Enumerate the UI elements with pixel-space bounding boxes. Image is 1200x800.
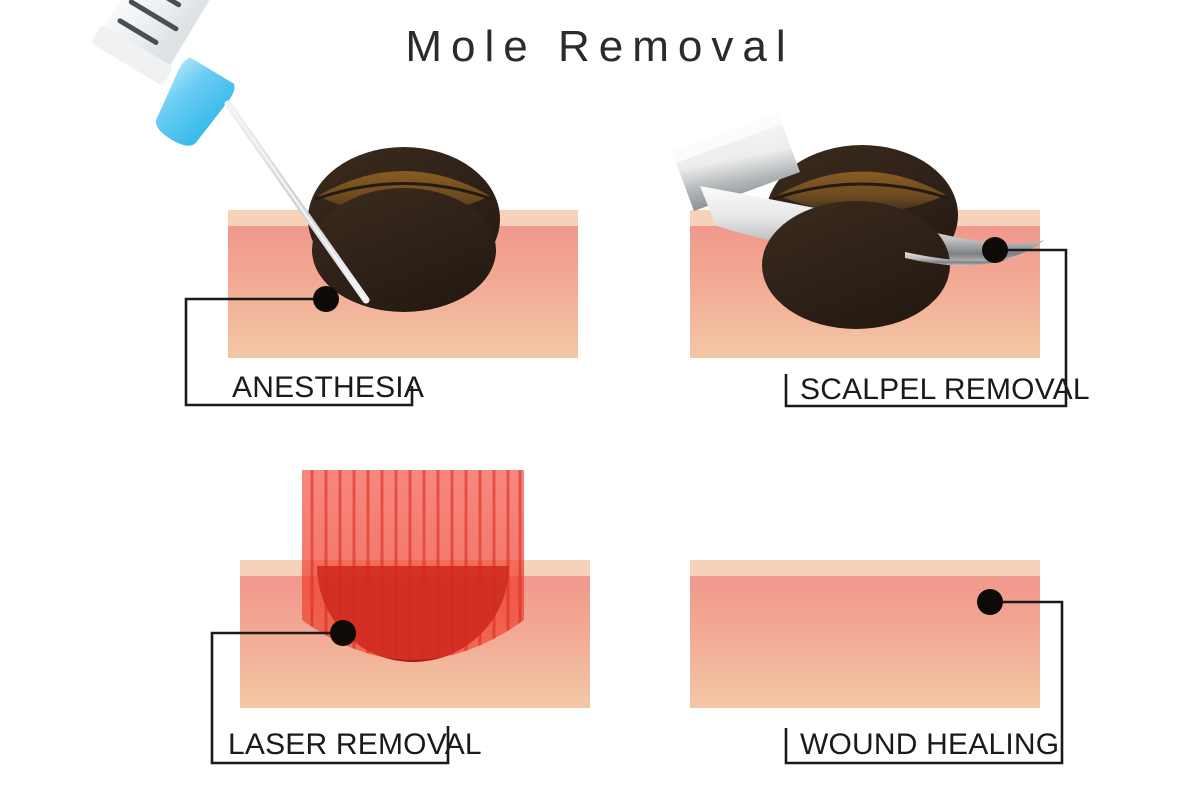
callout-leader-line (784, 248, 1068, 408)
skin-block-healed (690, 560, 1040, 708)
callout-laser-removal[interactable]: LASER REMOVAL (210, 620, 482, 765)
needle-highlight (228, 104, 366, 300)
callout-label: ANESTHESIA (232, 371, 424, 404)
syringe-hub (156, 57, 235, 146)
syringe-graduation-marks (117, 0, 182, 45)
dermis-layer (690, 560, 1040, 708)
callout-dot[interactable] (330, 620, 356, 646)
panel-scalpel-removal: SCALPEL REMOVAL (672, 113, 1090, 408)
mole-base (312, 188, 496, 312)
callout-dot[interactable] (313, 286, 339, 312)
panel-anesthesia: ANESTHESIA (92, 0, 578, 407)
mole-crease (774, 182, 950, 200)
panel-laser-removal: LASER REMOVAL (210, 470, 590, 765)
callout-scalpel-removal[interactable]: SCALPEL REMOVAL (784, 237, 1090, 408)
panel-wound-healing: WOUND HEALING (690, 560, 1064, 765)
syringe-barrel (92, 0, 228, 85)
callout-leader-line (784, 600, 1064, 765)
mole-anesthesia (308, 147, 500, 312)
callout-label: SCALPEL REMOVAL (800, 373, 1090, 406)
laser-beam-stripes (310, 470, 522, 660)
callout-leader-line (210, 631, 450, 765)
laser-beam (302, 470, 524, 660)
mole-lower-mass (762, 201, 950, 329)
scalpel-handle (672, 113, 800, 211)
epidermis-layer (690, 560, 1040, 576)
callout-anesthesia[interactable]: ANESTHESIA (184, 286, 424, 407)
callout-wound-healing[interactable]: WOUND HEALING (784, 589, 1064, 765)
callout-dot[interactable] (977, 589, 1003, 615)
mole-crease (314, 182, 494, 201)
callout-leader-line (184, 297, 414, 407)
callout-label: LASER REMOVAL (228, 728, 482, 761)
syringe-flange (92, 25, 172, 85)
scalpel-handle-highlight (672, 113, 782, 163)
callout-label: WOUND HEALING (800, 728, 1059, 761)
mole-highlight (778, 171, 946, 214)
callout-dot[interactable] (982, 237, 1008, 263)
laser-beam-body (302, 470, 524, 660)
syringe-hub-shape (156, 57, 235, 146)
page-title: Mole Removal (405, 22, 795, 71)
syringe (92, 0, 370, 304)
scalpel-blade-tip (905, 241, 1046, 266)
